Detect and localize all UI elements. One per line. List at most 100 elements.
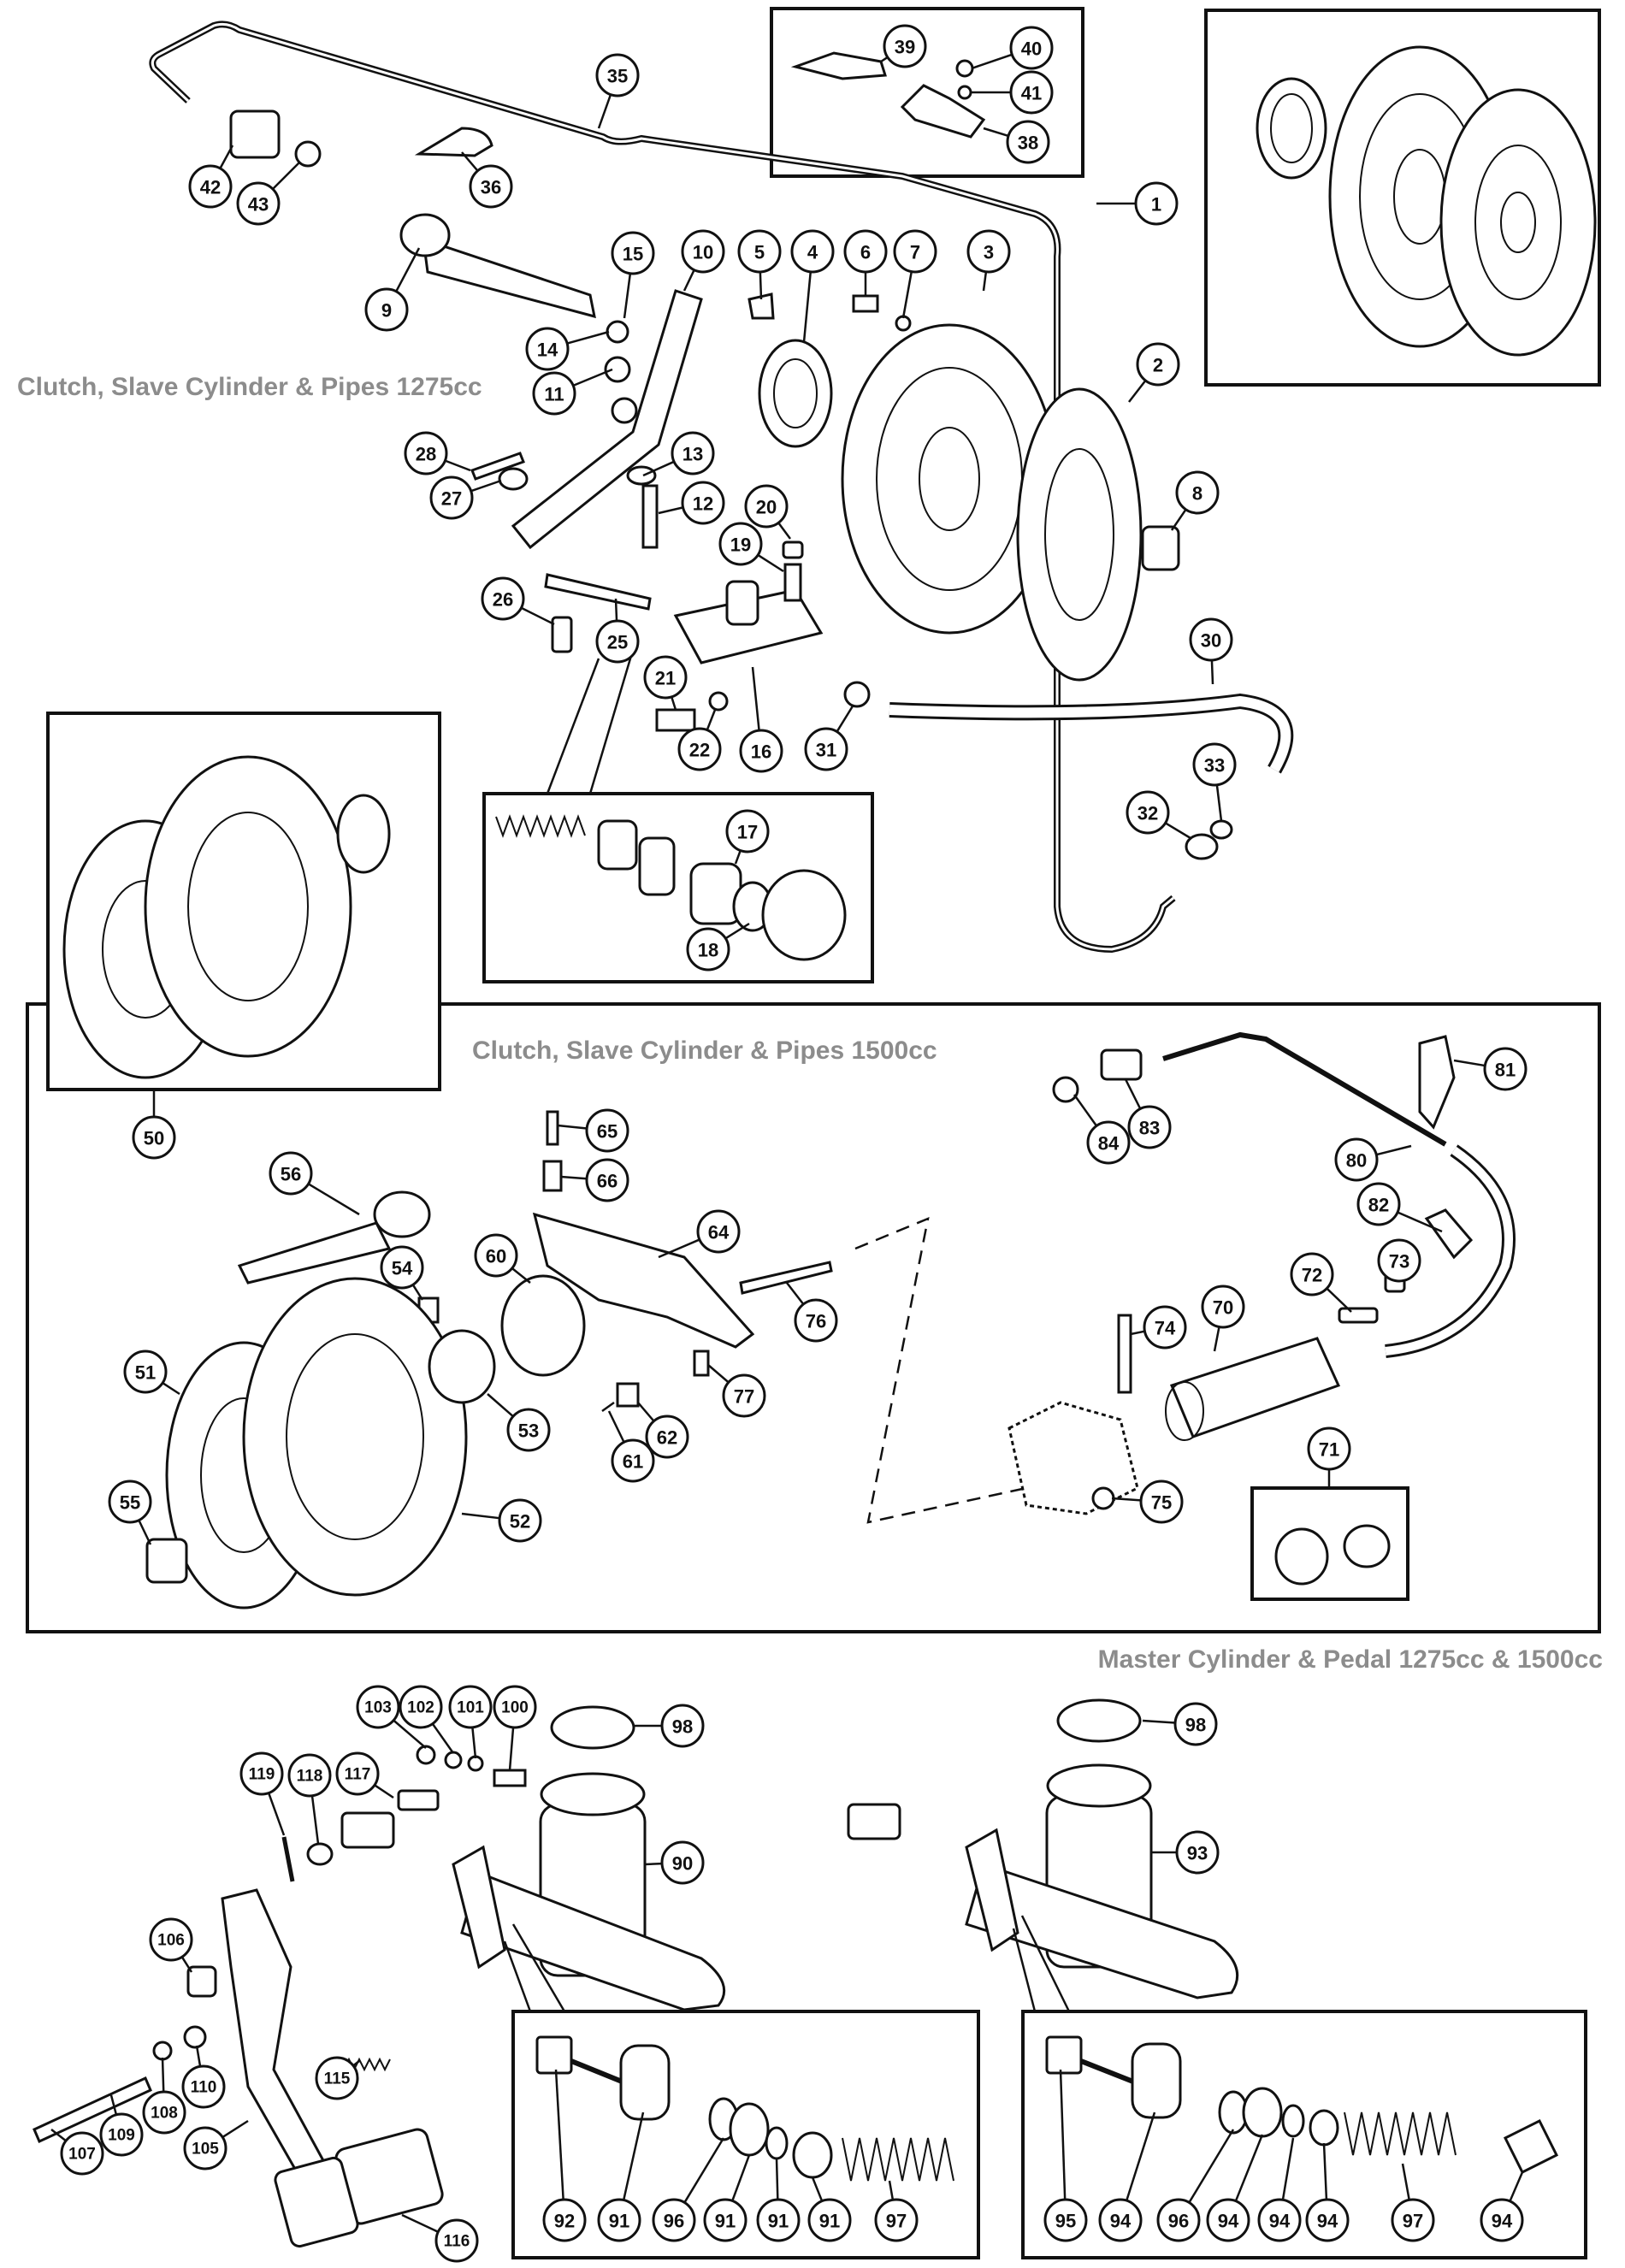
callout-circle	[123, 1350, 168, 1394]
pedal-pad-rubber	[274, 2156, 359, 2248]
part-callout-7: 7	[893, 229, 937, 319]
circlip-71	[1343, 1524, 1391, 1568]
part-callout-32: 32	[1126, 790, 1191, 840]
part-callout-20: 20	[744, 484, 792, 540]
callout-circle	[725, 809, 770, 853]
piston-91	[729, 2102, 770, 2157]
callout-circle	[585, 1158, 629, 1202]
leader-line	[180, 1956, 193, 1973]
part-callout-80: 80	[1334, 1137, 1412, 1182]
part-callout-6: 6	[843, 229, 888, 296]
cup-17	[689, 862, 742, 925]
callout-number: 61	[623, 1451, 643, 1473]
leader-line	[310, 1795, 320, 1845]
shaft-eye-9	[399, 213, 451, 257]
part-callout-38: 38	[983, 120, 1050, 164]
callout-circle	[469, 164, 513, 209]
part-callout-116: 116	[401, 2213, 479, 2263]
part-callout-110: 110	[181, 2045, 226, 2109]
bolt-100	[493, 1769, 527, 1787]
callout-circle	[794, 1298, 838, 1343]
callout-circle	[1127, 1105, 1172, 1149]
release-bearing-53	[428, 1329, 496, 1404]
pin-65	[546, 1110, 559, 1146]
leader-line	[461, 1512, 500, 1520]
master-body-93	[965, 1863, 1239, 1999]
callout-circle	[493, 1685, 537, 1729]
bolt-26	[551, 616, 573, 653]
pushrod-76	[739, 1261, 833, 1295]
part-callout-77: 77	[707, 1364, 766, 1418]
part-callout-96: 96	[652, 2137, 725, 2242]
leader-line	[683, 2137, 725, 2204]
leader-line	[1130, 1330, 1145, 1336]
callout-number: 5	[754, 242, 765, 263]
callout-number: 8	[1192, 483, 1202, 505]
leader-line	[658, 1238, 700, 1259]
part-callout-15: 15	[611, 231, 655, 319]
callout-number: 74	[1155, 1318, 1176, 1339]
callout-circle	[142, 2090, 186, 2135]
part-callout-1: 1	[1096, 181, 1179, 226]
leader-line	[508, 1727, 515, 1771]
callout-number: 18	[698, 940, 718, 961]
nut-40	[955, 59, 974, 78]
washer-84	[1052, 1076, 1079, 1103]
part-callout-60: 60	[474, 1233, 531, 1284]
callout-number: 7	[910, 242, 920, 263]
callout-circle	[1483, 1047, 1528, 1091]
callout-number: 97	[886, 2211, 907, 2232]
callout-circle	[671, 431, 715, 475]
callout-number: 93	[1187, 1843, 1208, 1864]
callout-circle	[722, 1373, 766, 1418]
callout-circle	[434, 2218, 479, 2263]
part-callout-94: 94	[1257, 2137, 1302, 2242]
callout-number: 101	[457, 1699, 484, 1717]
callout-circle	[843, 229, 888, 274]
callout-circle	[399, 1685, 443, 1729]
heading-master-cylinder: Master Cylinder & Pedal 1275cc & 1500cc	[1097, 1645, 1603, 1674]
callout-number: 53	[518, 1420, 539, 1442]
flange-90	[452, 1845, 506, 1970]
leader-line	[557, 1124, 588, 1130]
callout-circle	[703, 2198, 748, 2242]
callout-number: 22	[689, 740, 710, 761]
part-callout-21: 21	[643, 655, 688, 711]
part-callout-17: 17	[725, 809, 770, 865]
seal-91	[792, 2131, 833, 2179]
callout-number: 91	[715, 2211, 736, 2232]
pushrod-25	[544, 573, 652, 611]
leader-line	[706, 709, 717, 731]
spring-97	[842, 2137, 954, 2182]
leader-line	[374, 1784, 394, 1799]
callout-circle	[1192, 742, 1237, 787]
part-callout-53: 53	[487, 1393, 551, 1452]
callout-circle	[1134, 181, 1179, 226]
callout-number: 115	[324, 2070, 351, 2088]
seal-17	[638, 836, 676, 896]
callout-circle	[1356, 1182, 1401, 1226]
callout-circle	[60, 2131, 104, 2176]
leader-line	[671, 696, 677, 711]
callout-number: 27	[441, 488, 462, 510]
pivot-bolt-107	[32, 2076, 152, 2144]
part-callout-52: 52	[461, 1498, 542, 1543]
callout-circle	[1098, 2198, 1143, 2242]
callout-circle	[1086, 1120, 1131, 1165]
part-callout-75: 75	[1111, 1480, 1184, 1524]
callout-number: 52	[510, 1511, 530, 1533]
callout-number: 64	[708, 1222, 730, 1243]
leader-line	[162, 1382, 180, 1396]
part-callout-19: 19	[718, 522, 784, 573]
callout-number: 91	[768, 2211, 789, 2232]
part-callout-72: 72	[1290, 1252, 1352, 1313]
leader-line	[1142, 1719, 1176, 1724]
pushrod-fork-left	[340, 1811, 395, 1849]
bearing-carrier-60	[500, 1274, 586, 1377]
leader-line	[971, 53, 1013, 70]
callout-number: 98	[672, 1716, 693, 1738]
part-callout-11: 11	[532, 368, 613, 416]
callout-number: 110	[191, 2079, 217, 2097]
callout-circle	[429, 475, 474, 520]
callout-number: 73	[1389, 1251, 1409, 1273]
